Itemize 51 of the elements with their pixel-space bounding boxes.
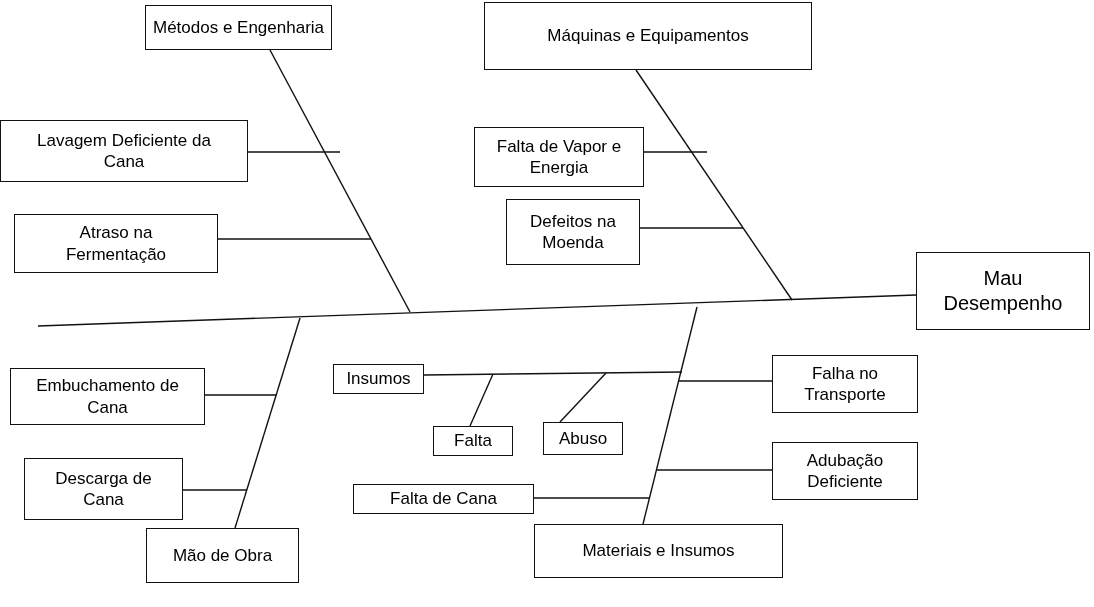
cause-box: [145, 5, 332, 50]
box-label: Falha no Transporte: [803, 362, 887, 406]
cause-box: [474, 127, 644, 187]
cause-box: [14, 214, 218, 273]
cause-box: [0, 120, 248, 182]
cause-box: [543, 422, 623, 455]
cause-box: [772, 442, 918, 500]
fishbone-line: [469, 373, 494, 427]
box-label: Defeitos na Moenda: [529, 210, 617, 254]
fishbone-line: [204, 394, 277, 396]
fishbone-line: [217, 238, 372, 240]
fishbone-line: [423, 371, 683, 376]
fishbone-line: [533, 497, 651, 499]
cause-box: [353, 484, 534, 514]
cause-box: [433, 426, 513, 456]
fishbone-line: [635, 69, 793, 301]
fishbone-line: [655, 469, 773, 471]
cause-box: [534, 524, 783, 578]
box-label: Mão de Obra: [172, 544, 273, 567]
cause-box: [10, 368, 205, 425]
cause-box: [484, 2, 812, 70]
box-label: Descarga de Cana: [54, 467, 153, 511]
fishbone-line: [269, 49, 411, 313]
box-label: Insumos: [346, 368, 411, 390]
box-label: Abuso: [558, 427, 608, 450]
cause-box: [506, 199, 640, 265]
cause-box: [146, 528, 299, 583]
fishbone-line: [234, 317, 301, 529]
fishbone-line: [678, 380, 773, 382]
box-label: Embuchamento de Cana: [35, 375, 180, 418]
box-label: Adubação Deficiente: [805, 449, 885, 493]
fishbone-line: [639, 227, 744, 229]
cause-box: [333, 364, 424, 394]
cause-box: [24, 458, 183, 520]
fishbone-line: [37, 294, 917, 327]
box-label: Falta de Cana: [390, 488, 497, 510]
box-label: Atraso na Fermentação: [64, 222, 168, 265]
box-label: Mau Desempenho: [942, 266, 1064, 316]
fishbone-line: [642, 306, 698, 525]
box-label: Materiais e Insumos: [582, 540, 735, 562]
fishbone-line: [247, 151, 341, 153]
fishbone-line: [643, 151, 708, 153]
fishbone-line: [559, 372, 607, 423]
cause-box: [772, 355, 918, 413]
cause-box: [916, 252, 1090, 330]
fishbone-line: [182, 489, 248, 491]
box-label: Lavagem Deficiente da Cana: [36, 129, 212, 173]
box-label: Máquinas e Equipamentos: [547, 25, 749, 47]
box-label: Métodos e Engenharia: [152, 16, 325, 39]
box-label: Falta: [454, 430, 492, 452]
box-label: Falta de Vapor e Energia: [495, 135, 623, 179]
